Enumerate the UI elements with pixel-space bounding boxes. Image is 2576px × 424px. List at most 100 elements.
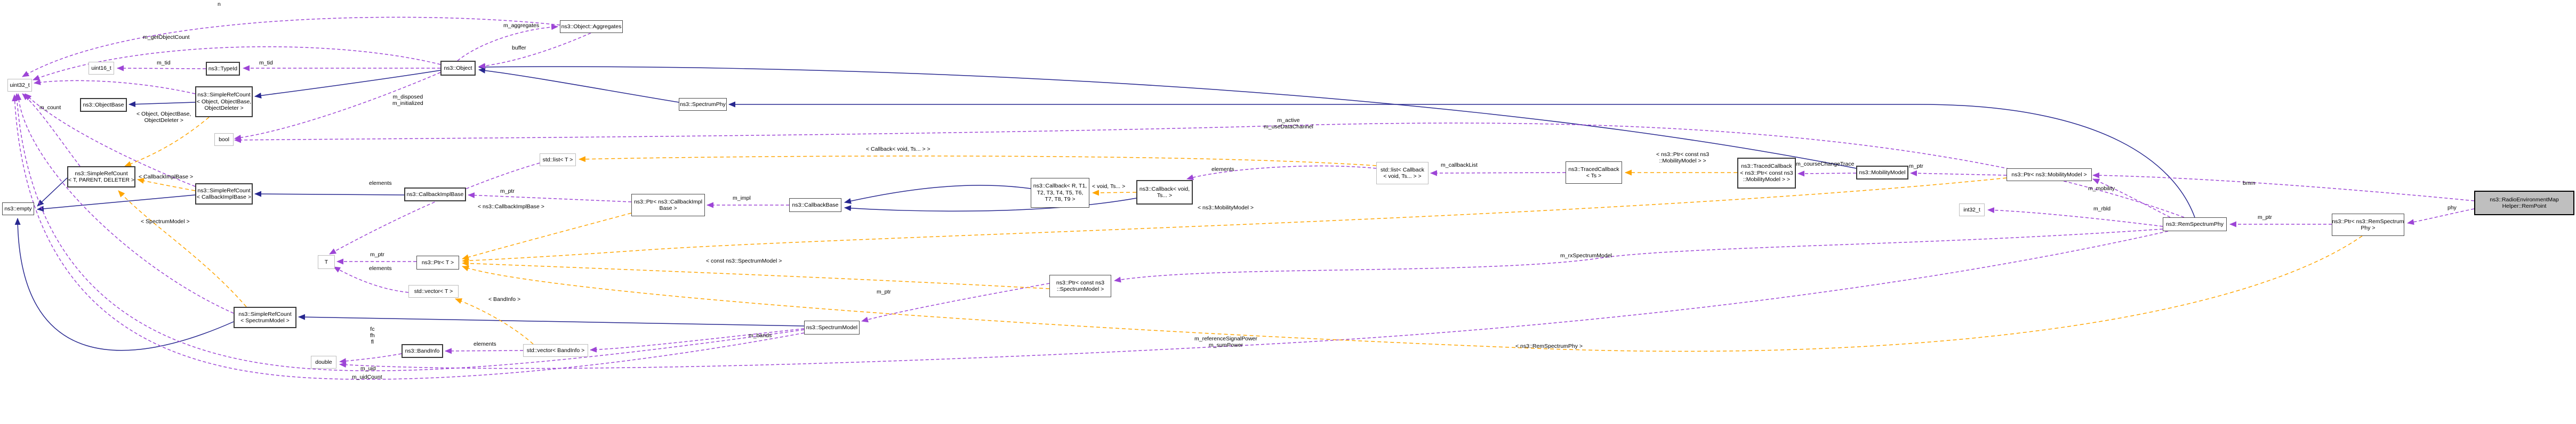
edge-ptr-cib-mptr-cib — [468, 192, 632, 202]
node-ns3-bandinfo[interactable]: ns3::BandInfo — [402, 344, 443, 358]
node-label: std::vector< BandInfo > — [526, 347, 585, 354]
node-ns3-tracedcallback-ts[interactable]: ns3::TracedCallback< Ts > — [1566, 161, 1622, 184]
edge-spectrumphy-to-object — [478, 67, 679, 103]
node-t[interactable]: T — [318, 255, 335, 269]
edge-label-m-uidcount: m_uidCount — [352, 374, 382, 380]
node-label: Helper::RemPoint — [2502, 203, 2547, 209]
edge-ptr-mob-tmpl — [462, 177, 2007, 264]
node-uint32-t[interactable]: uint32_t — [7, 79, 32, 92]
node-label: ns3::Ptr< const ns3 — [1056, 279, 1105, 286]
edge-label-m-tid-1: m_tid — [157, 60, 171, 66]
edge-label-m-ptr-mob: m_ptr — [1909, 163, 1923, 169]
edge-label-m-rxspectrummodel: m_rxSpectrumModel — [1560, 252, 1612, 259]
node-ns3-object[interactable]: ns3::Object — [440, 61, 476, 76]
edge-label-m-getobjectcount: m_getObjectCount — [143, 34, 190, 40]
edge-list-cb-tmpl — [579, 156, 1377, 166]
node-simplerefcount-object[interactable]: ns3::SimpleRefCount< Object, ObjectBase,… — [195, 86, 253, 117]
node-ns3-ptr-t[interactable]: ns3::Ptr< T > — [416, 256, 459, 270]
node-std-list-t[interactable]: std::list< T > — [540, 153, 576, 166]
node-std-vector-bandinfo[interactable]: std::vector< BandInfo > — [523, 344, 588, 357]
edge-label-m-count: m_count — [39, 104, 61, 111]
node-simplerefcount-tpd[interactable]: ns3::SimpleRefCount< T, PARENT, DELETER … — [67, 166, 135, 187]
edge-bandinfo-fc-double — [339, 353, 402, 364]
edge-vector-bi-elements-bandinfo — [445, 348, 524, 354]
node-label: < CallbackImplBase > — [196, 194, 252, 200]
edge-label-tmpl-ptr-const-mobilitymodel: < ns3::Ptr< const ns3::MobilityModel > > — [1656, 151, 1710, 164]
edge-simplerefcount-sm-tmpl — [118, 190, 247, 307]
node-ns3-callbackimplbase[interactable]: ns3::CallbackImplBase — [404, 187, 466, 201]
node-std-vector-t[interactable]: std::vector< T > — [408, 285, 459, 298]
node-double[interactable]: double — [311, 356, 336, 369]
edge-label-buffer: buffer — [512, 45, 526, 51]
node-bool[interactable]: bool — [214, 133, 234, 146]
node-simplerefcount-spectrummodel[interactable]: ns3::SimpleRefCount< SpectrumModel > — [234, 307, 296, 328]
edge-label-elements-vector-bi: elements — [474, 341, 496, 347]
edge-spectrummodel-to-simplerefcount-sm — [298, 314, 805, 327]
node-label: std::list< T > — [542, 156, 573, 163]
node-label: ns3::SimpleRefCount — [197, 92, 251, 99]
edge-simplerefcount-sm-count-uint32 — [15, 93, 234, 314]
node-label: < void, Ts... > > — [1383, 173, 1422, 180]
node-ns3-mobilitymodel[interactable]: ns3::MobilityModel — [1856, 166, 1908, 180]
node-label: ns3::SimpleRefCount — [238, 311, 292, 317]
edge-label-m-coursechangetrace: m_courseChangeTrace — [1796, 161, 1855, 167]
node-label: bool — [219, 136, 229, 143]
node-ns3-tracedcallback-ptr[interactable]: ns3::TracedCallback< ns3::Ptr< const ns3… — [1737, 158, 1796, 189]
node-ns3-remspectrumphy[interactable]: ns3::RemSpectrumPhy — [2163, 217, 2227, 231]
node-label: T7, T8, T9 > — [1045, 196, 1076, 203]
node-ns3-empty[interactable]: ns3::empty — [2, 202, 34, 215]
edge-label-tmpl-const-spectrummodel: < const ns3::SpectrumModel > — [706, 258, 782, 264]
node-label: ns3::Callback< R, T1, — [1033, 183, 1087, 190]
node-ns3-typeid[interactable]: ns3::TypeId — [206, 62, 240, 76]
edge-label-bmm: bmm — [2243, 180, 2256, 186]
node-label: ns3::Object::Aggregates — [561, 23, 622, 30]
node-simplerefcount-cib[interactable]: ns3::SimpleRefCount< CallbackImplBase > — [195, 183, 253, 205]
edge-remphy-mobility-ptrmob — [2092, 178, 2171, 218]
edge-label-tmpl-callbackimplbase: < CallbackImplBase > — [139, 174, 194, 180]
node-ns3-ptr-mobilitymodel[interactable]: ns3::Ptr< ns3::MobilityModel > — [2007, 168, 2092, 181]
edge-callback-r-to-callbackbase — [844, 185, 1031, 204]
edge-simplerefcount-tpd-to-empty — [37, 177, 68, 207]
edge-label-m-mobility: m_mobility — [2088, 185, 2115, 192]
edge-label-elements-list-t: elements — [369, 180, 392, 186]
edge-simplerefcount-cib-to-empty — [37, 194, 196, 212]
node-ns3-spectrumphy[interactable]: ns3::SpectrumPhy — [679, 98, 727, 111]
node-ns3-callbackbase[interactable]: ns3::CallbackBase — [789, 198, 841, 212]
edge-remspectrumphy-active-bool — [234, 123, 2185, 218]
node-uint16-t[interactable]: uint16_t — [89, 62, 114, 75]
node-ns3-ptr-const-spectrummodel[interactable]: ns3::Ptr< const ns3::SpectrumModel > — [1049, 275, 1111, 297]
node-label: < Ts > — [1586, 173, 1602, 179]
edge-callback-void-tmpl — [1092, 190, 1137, 196]
node-label: double — [315, 358, 332, 365]
node-ns3-callback-r[interactable]: ns3::Callback< R, T1,T2, T3, T4, T5, T6,… — [1031, 178, 1089, 208]
node-ns3-object-aggregates[interactable]: ns3::Object::Aggregates — [560, 20, 623, 33]
edge-object-to-simplerefcount-object — [254, 70, 441, 99]
node-label: ns3::RemSpectrumPhy — [2166, 221, 2224, 227]
edge-mobility-coursechange — [1797, 170, 1857, 177]
edge-object-getobjectcount-uint32 — [33, 46, 441, 80]
node-ns3-spectrummodel[interactable]: ns3::SpectrumModel — [804, 321, 860, 335]
node-ns3-objectbase[interactable]: ns3::ObjectBase — [80, 98, 127, 112]
edge-label-tmpl-spectrummodel: < SpectrumModel > — [141, 218, 190, 225]
node-label: ns3::Ptr< ns3::CallbackImpl — [633, 198, 703, 205]
edge-label-tmpl-object-objectbase: < Object, ObjectBase,ObjectDeleter > — [137, 111, 191, 124]
node-label: ns3::SpectrumPhy — [680, 101, 726, 108]
node-ns3-callback-void[interactable]: ns3::Callback< void,Ts... > — [1136, 180, 1193, 205]
node-int32-t[interactable]: int32_t — [1959, 203, 1985, 216]
node-label: T — [324, 258, 328, 265]
node-label: ns3::CallbackImplBase — [406, 191, 464, 198]
edge-simplerefcount-cib-tmpl — [137, 178, 196, 191]
edge-simplerefcount-sm-to-empty — [14, 218, 234, 351]
edge-label-m-impl: m_impl — [733, 195, 751, 201]
node-std-list-callback[interactable]: std::list< Callback< void, Ts... > > — [1376, 162, 1429, 184]
edge-spectrummodel-bands-vector — [590, 328, 805, 353]
node-label: int32_t — [1963, 206, 1980, 213]
